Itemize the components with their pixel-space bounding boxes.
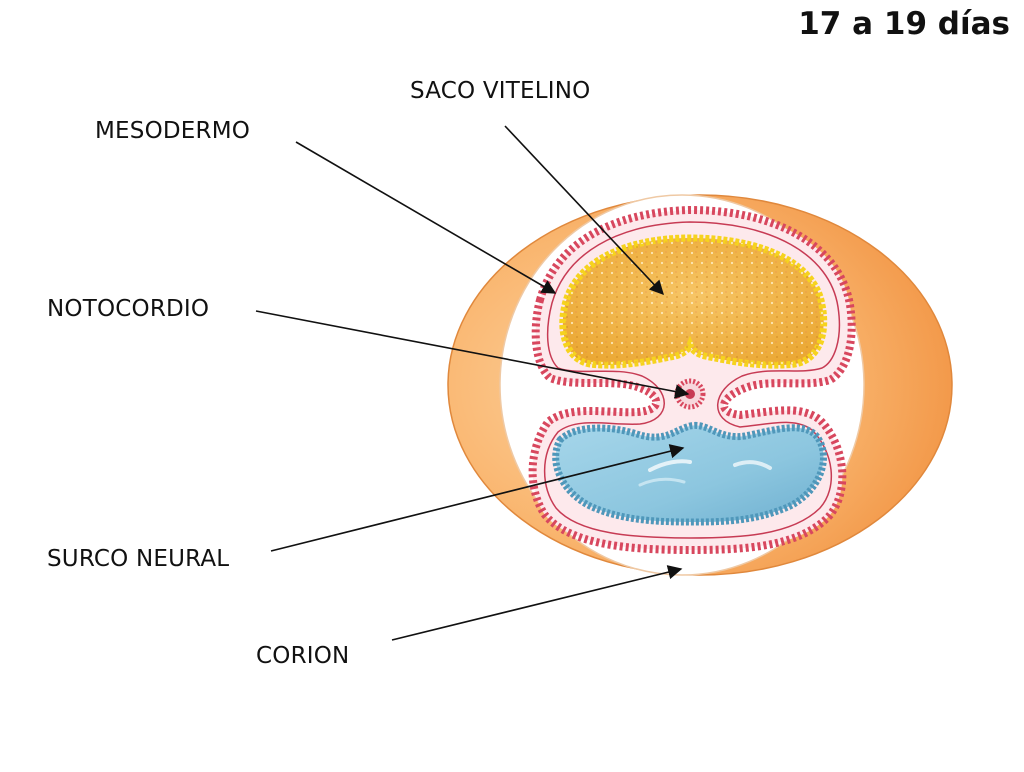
mesoderm-inner-line	[543, 221, 841, 539]
leader-surco-neural	[270, 444, 685, 552]
neural-highlight-3	[638, 477, 686, 487]
label-mesodermo: MESODERMO	[95, 118, 251, 144]
neural-highlight-2	[733, 460, 772, 470]
label-saco-vitelino: SACO VITELINO	[410, 78, 591, 104]
leader-notocordio	[255, 310, 690, 399]
label-notocordio: NOTOCORDIO	[47, 296, 210, 322]
label-corion: CORION	[256, 643, 350, 669]
leader-saco-vitelino	[504, 125, 664, 296]
page-title: 17 a 19 días	[798, 6, 1010, 42]
yolk-sac-texture	[562, 238, 824, 366]
label-surco-neural: SURCO NEURAL	[47, 546, 230, 572]
leader-corion	[391, 565, 683, 641]
leader-mesodermo	[295, 141, 557, 294]
neural-plate	[552, 421, 827, 526]
neural-highlight-1	[648, 459, 692, 472]
